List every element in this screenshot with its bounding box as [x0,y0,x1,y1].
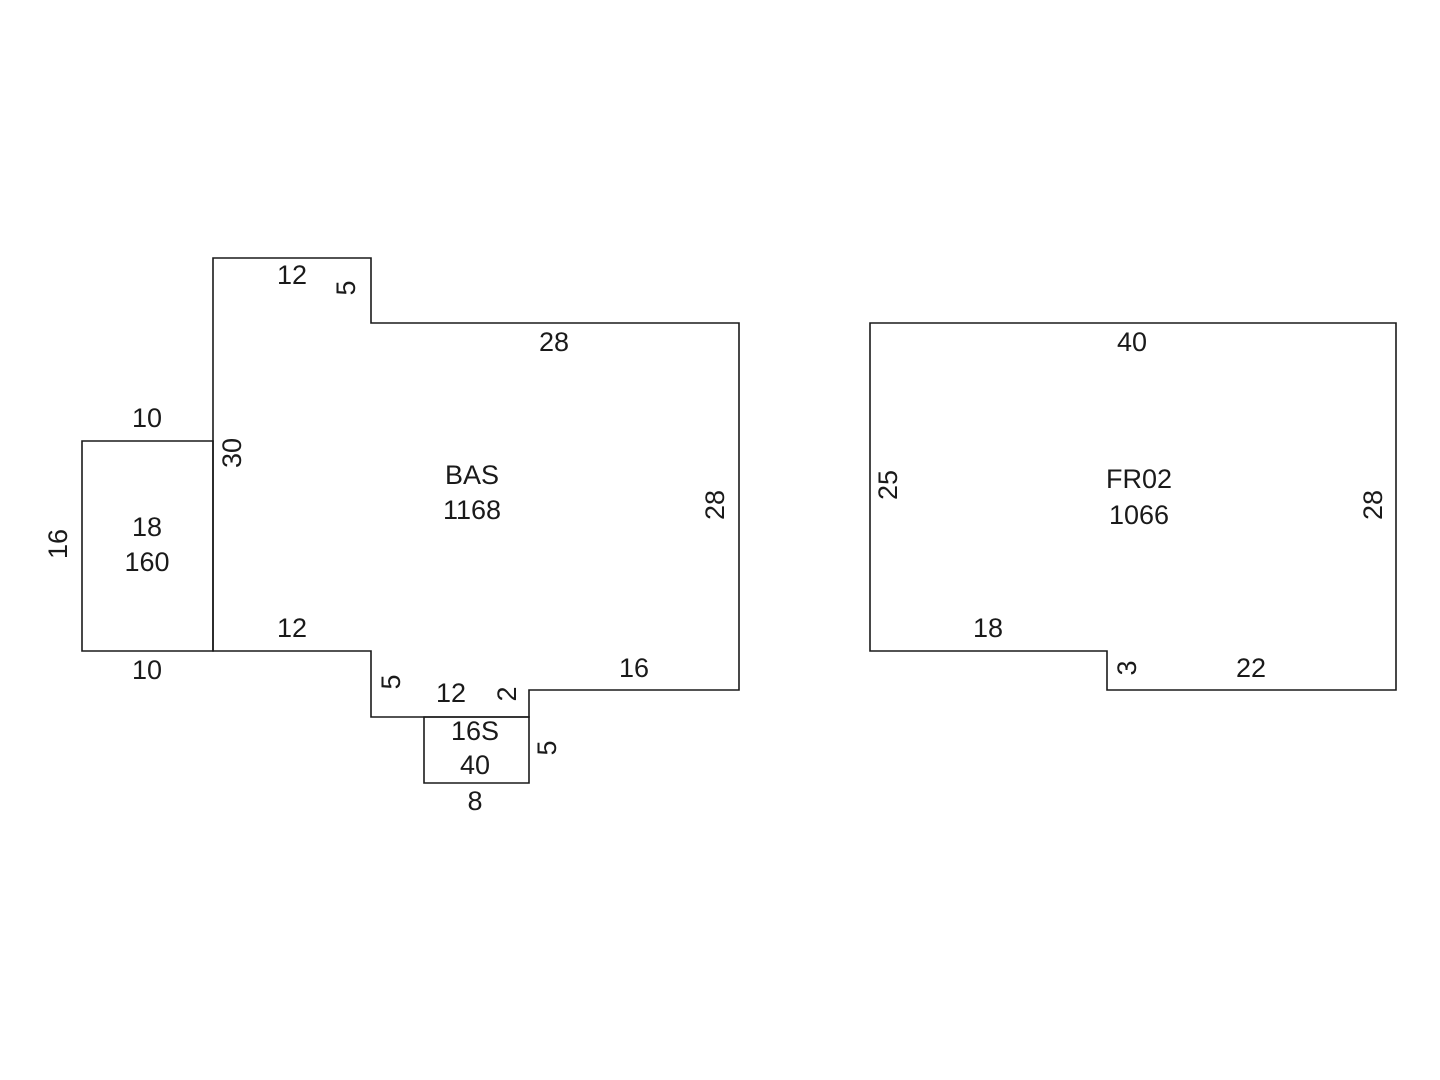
dim-bas-notch-top: 5 [331,280,361,295]
dim-bas-left: 30 [217,438,247,468]
dim-fr-right: 28 [1358,490,1388,520]
porch-outline [81,440,214,652]
dim-porch-left: 16 [43,529,73,559]
dim-fr-bottom-right: 22 [1236,653,1266,683]
dim-bas-top-left: 12 [277,260,307,290]
dim-bas-top-right: 28 [539,327,569,357]
stoop-code-label: 16S [451,716,499,746]
dim-bas-bottom-mid: 12 [436,678,466,708]
dim-bas-step: 2 [492,686,522,701]
fr02-code-label: FR02 [1106,464,1172,494]
dim-fr-left: 25 [873,470,903,500]
porch-area-label: 160 [124,547,169,577]
dim-bas-bottom-left: 12 [277,613,307,643]
fr02-area-label: 1066 [1109,500,1169,530]
dim-bas-right: 28 [700,490,730,520]
bas-area-label: 1168 [443,495,501,525]
dim-fr-top: 40 [1117,327,1147,357]
dim-stoop-bottom: 8 [467,786,482,816]
dim-porch-top: 10 [132,403,162,433]
dim-bas-bottom-right: 16 [619,653,649,683]
dim-bas-notch-left: 5 [376,674,406,689]
bas-outline [212,257,740,718]
dim-fr-step: 3 [1112,660,1142,675]
dim-porch-bottom: 10 [132,655,162,685]
dim-fr-bottom-left: 18 [973,613,1003,643]
bas-code-label: BAS [445,460,499,490]
dim-stoop-right: 5 [532,740,562,755]
stoop-area-label: 40 [460,750,490,780]
fr02-outline [869,322,1397,691]
porch-code-label: 18 [132,512,162,542]
stoop-outline [423,716,530,784]
